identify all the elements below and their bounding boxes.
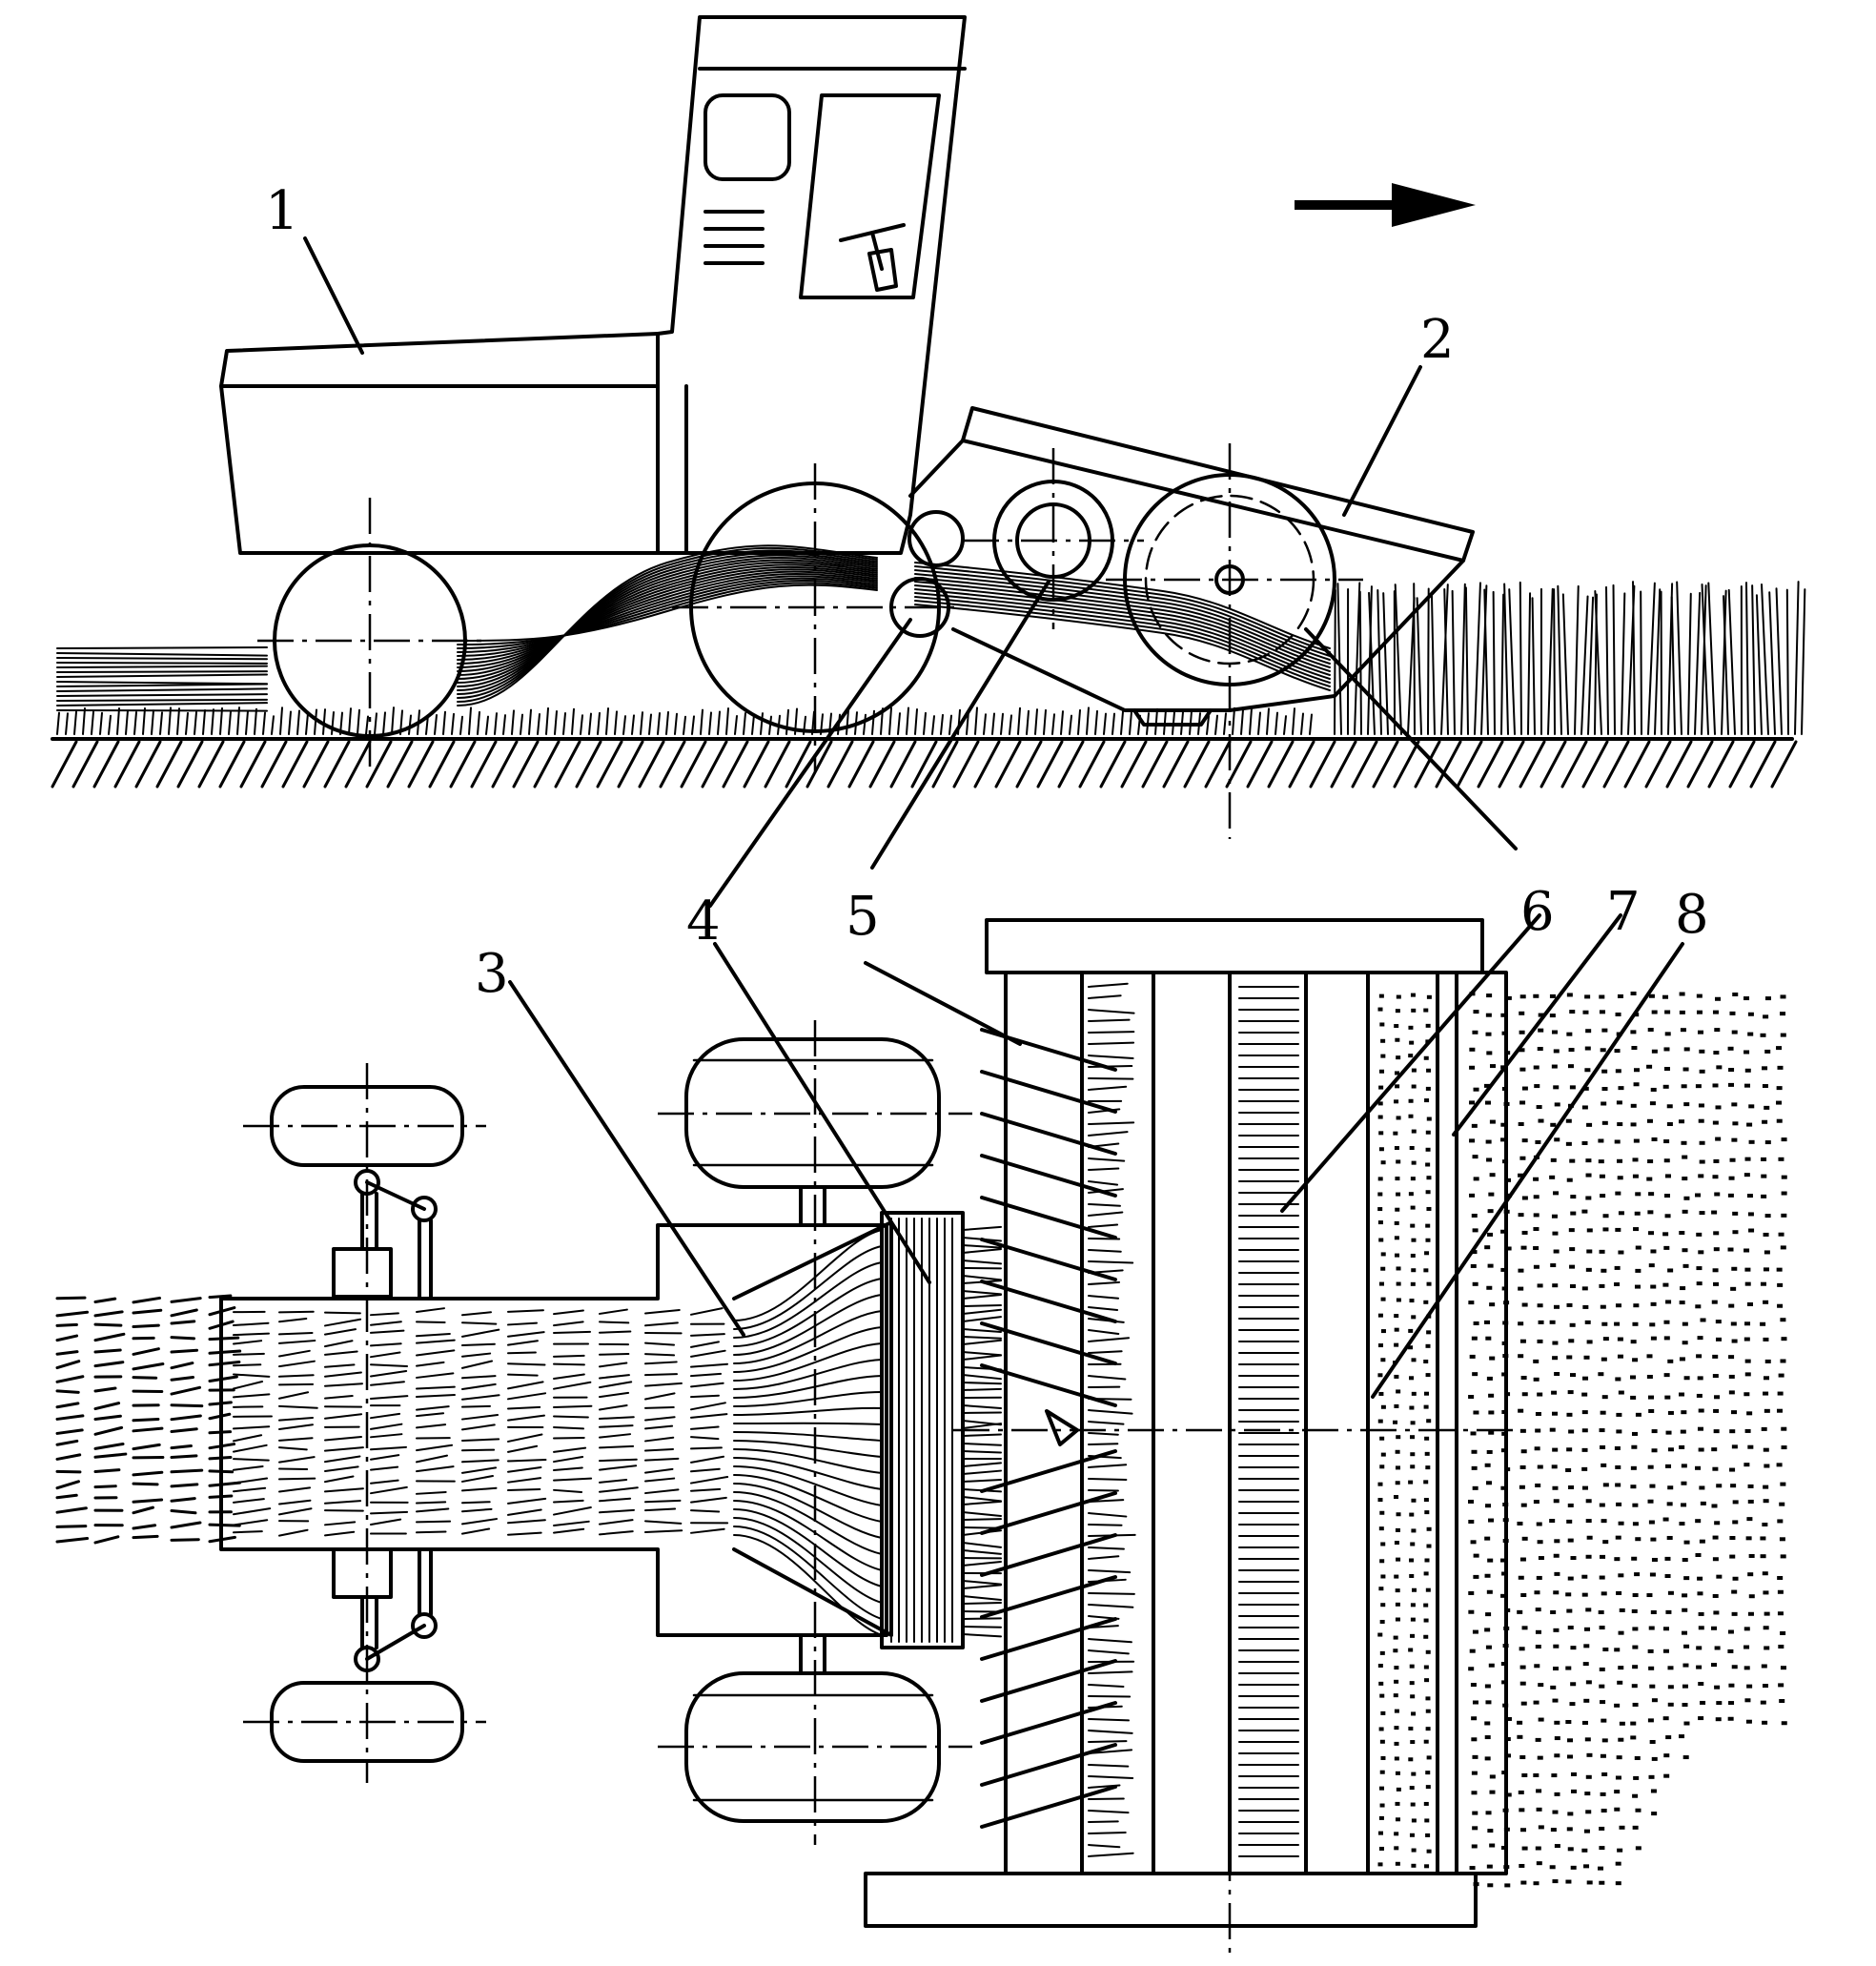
front-wheel-left-plan <box>658 1037 972 1227</box>
cab-door-window <box>799 93 941 299</box>
tractor-body <box>219 332 688 555</box>
label-7: 7 <box>1606 881 1641 943</box>
rear-wheel <box>257 498 486 770</box>
tractor-cab <box>656 15 967 555</box>
rollers-plan <box>880 1211 965 1649</box>
front-wheel <box>672 463 963 772</box>
cab-vent <box>704 210 765 265</box>
side-view <box>51 15 1806 839</box>
label-5: 5 <box>846 886 880 948</box>
front-wheel-right-plan <box>658 1633 972 1823</box>
swath-in-body <box>233 1229 883 1636</box>
label-8: 8 <box>1675 884 1709 946</box>
callout-labels: 1 2 3 4 5 6 7 8 <box>265 180 1709 1005</box>
direction-arrow-icon <box>1295 183 1476 227</box>
conveyor-drum <box>963 448 1144 629</box>
header-plan <box>864 918 1516 1955</box>
ground-hatch <box>51 740 1798 788</box>
label-4: 4 <box>686 891 721 952</box>
tractor-body-plan <box>219 1223 888 1637</box>
steering-linkage <box>332 1169 438 1672</box>
label-3: 3 <box>475 943 509 1005</box>
steering-wheel-icon <box>839 223 906 292</box>
rear-wheel-right-plan <box>243 1681 486 1763</box>
label-6: 6 <box>1520 881 1555 943</box>
leader-lines <box>303 236 1684 1399</box>
label-1: 1 <box>265 180 299 242</box>
cutting-drum <box>1106 443 1363 839</box>
stubble-field <box>1377 992 1787 1888</box>
standing-crop-side <box>1334 581 1806 735</box>
swath-plan <box>55 1294 242 1545</box>
swath-funnel <box>732 1220 893 1637</box>
crop-flow-side <box>914 562 1331 691</box>
plan-view <box>55 918 1787 1955</box>
rear-wheel-left-plan <box>243 1085 486 1167</box>
cab-side-window <box>704 93 791 181</box>
label-2: 2 <box>1420 309 1455 371</box>
